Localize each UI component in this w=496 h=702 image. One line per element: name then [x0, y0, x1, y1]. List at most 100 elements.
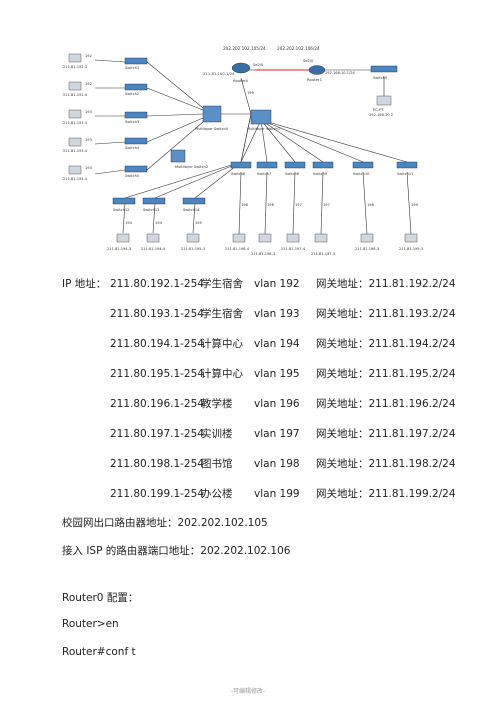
pc-r4-vlan: 197	[323, 203, 330, 207]
multilayer-switch1-icon	[250, 109, 272, 125]
switch3-icon	[124, 111, 148, 119]
isp-router-address: 接入 ISP 的路由器端口地址：202.202.102.106	[62, 545, 291, 557]
pc-b2-ip: 211.81.194.4	[141, 247, 166, 251]
router1-port-se: Se2/0	[303, 59, 314, 63]
multilayer-switch0-icon	[202, 105, 222, 123]
right-switch-group: Switch6 Switch7 Switch8 Switch9 Switch10…	[225, 161, 423, 256]
switch12-name: Switch12	[113, 208, 129, 212]
switch9-name: Switch9	[313, 172, 328, 176]
switch12-icon	[112, 197, 136, 205]
pc2-vlan: 192	[85, 82, 92, 86]
topology-label-105: 202.202.102.105/24	[223, 46, 266, 51]
router0-icon	[231, 62, 251, 74]
switch7-icon	[256, 161, 278, 169]
ip-place: 学生宿舍	[201, 278, 243, 290]
switch0-name: Switch0	[373, 76, 388, 80]
pc-b2-icon	[146, 233, 160, 243]
router0-port-se: Se2/0	[253, 63, 264, 67]
ip-vlan: vlan 199	[254, 488, 300, 500]
ip-range: 211.80.193.1-254	[110, 308, 204, 320]
bottom-switch-group: Switch12 Switch13 Switch14 211.81.194.3 …	[107, 197, 206, 251]
pc5-vlan: 193	[85, 166, 92, 170]
ip-place: 图书馆	[201, 458, 233, 470]
multilayer-switch2-icon	[170, 149, 186, 163]
pc-b3-icon	[186, 233, 200, 243]
multilayer-switch2-name: Multilayer Switch2	[175, 165, 208, 169]
command-enable: Router>en	[62, 618, 119, 630]
exit-router-address: 校园网出口路由器地址：202.202.102.105	[62, 517, 268, 529]
ip-vlan: vlan 194	[254, 338, 300, 350]
switch1-name: Switch1	[125, 66, 139, 70]
ip-place: 学生宿舍	[201, 308, 243, 320]
network-topology-diagram: 202.202.102.105/24 202.202.102.106/24 21…	[63, 46, 423, 256]
ip-place: 实训楼	[201, 428, 233, 440]
ip-gateway: 网关地址：211.81.193.2/24	[316, 308, 456, 320]
pc-b3-ip: 211.81.195.3	[181, 247, 205, 251]
router1-net: 192.168.10.1/24	[325, 71, 356, 75]
ip-range: 211.80.194.1-254	[110, 338, 204, 350]
pc-b1-vlan: 194	[125, 221, 133, 225]
ip-gateway: 网关地址：211.81.196.2/24	[316, 398, 456, 410]
pc-r3-ip: 211.81.197.4	[281, 247, 306, 251]
switch10-name: Switch10	[353, 172, 370, 176]
pc3-icon	[68, 109, 82, 119]
switch6-name: Switch6	[231, 172, 246, 176]
pc-r3-icon	[286, 233, 300, 243]
ip-place: 计算中心	[201, 338, 243, 350]
pc2-ip: 211.81.192.4	[63, 93, 88, 97]
ip-range: 211.80.195.1-254	[110, 368, 204, 380]
switch8-icon	[284, 161, 306, 169]
pc-r2-icon	[258, 233, 272, 243]
pc-r5-icon	[360, 233, 374, 243]
switch11-name: Switch11	[397, 172, 413, 176]
switch4-name: Switch4	[125, 146, 140, 150]
pc3-ip: 211.81.193.3	[63, 121, 87, 125]
switch7-name: Switch7	[257, 172, 271, 176]
switch2-icon	[124, 83, 148, 91]
switch5-name: Switch5	[125, 174, 139, 178]
ip-prefix: IP 地址：	[62, 278, 107, 290]
pc-r1-ip: 211.81.196.4	[225, 247, 250, 251]
ip-vlan: vlan 198	[254, 458, 300, 470]
pc-r5-vlan: 198	[367, 203, 375, 207]
left-switch-group: Switch1 Switch2 Switch3 Switch4 Switch5 …	[63, 53, 148, 181]
ip-range: 211.80.196.1-254	[110, 398, 204, 410]
switch2-name: Switch2	[125, 92, 139, 96]
switch8-name: Switch8	[285, 172, 300, 176]
pc-r3-vlan: 197	[295, 203, 302, 207]
multilayer-switch0-name: Multilayer Switch0	[195, 127, 229, 131]
pc3-vlan: 193	[85, 110, 92, 114]
pc1-vlan: 192	[85, 54, 92, 58]
ip-range: 211.80.192.1-254	[110, 278, 204, 290]
pc4-vlan: 193	[85, 138, 92, 142]
ip-range: 211.80.197.1-254	[110, 428, 204, 440]
router1-icon	[308, 65, 326, 75]
switch4-icon	[124, 137, 148, 145]
ip-vlan: vlan 196	[254, 398, 300, 410]
ip-place: 教学楼	[201, 398, 233, 410]
pc-b1-ip: 211.81.194.3	[107, 247, 131, 251]
ip-vlan: vlan 197	[254, 428, 300, 440]
topology-label-106: 202.202.102.106/24	[277, 46, 320, 51]
pc-r1-vlan: 196	[241, 203, 249, 207]
pc-r6-icon	[404, 233, 418, 243]
router1-name: Router1	[307, 77, 323, 82]
switch14-icon	[182, 197, 206, 205]
ip-vlan: vlan 193	[254, 308, 300, 320]
pc4-ip: 211.81.193.4	[63, 149, 88, 153]
pc-r5-ip: 211.81.198.3	[355, 247, 379, 251]
pc-b2-vlan: 194	[155, 221, 163, 225]
server-pc-ip: 192.168.10.2	[369, 113, 393, 117]
pc-r2-ip: 211.81.196.3	[251, 252, 275, 256]
pc-r4-ip: 211.81.197.3	[311, 252, 335, 256]
server-pc-icon	[376, 95, 392, 106]
page-footer: -可编辑修改-	[230, 688, 266, 695]
ip-gateway: 网关地址：211.81.192.2/24	[316, 278, 456, 290]
switch0-icon	[370, 65, 398, 73]
switch1-icon	[124, 57, 148, 65]
router0-ip: 211.81.100.1/24	[203, 71, 235, 76]
pc-r2-vlan: 196	[267, 203, 275, 207]
pc2-icon	[68, 81, 82, 91]
ip-range: 211.80.198.1-254	[110, 458, 204, 470]
config-title: Router0 配置：	[62, 592, 139, 604]
